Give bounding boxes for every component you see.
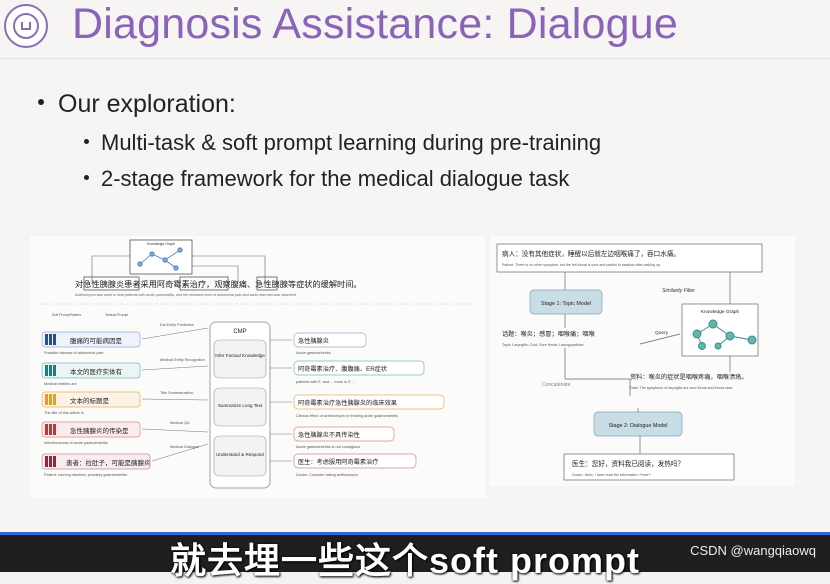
query-label: Query (655, 330, 669, 336)
sub-bullet-2-text: 2-stage framework for the medical dialog… (101, 166, 570, 191)
output-row: 急性胰腺炎 Acute gastroenteritis (293, 332, 367, 355)
cmp-capability: Infer Factual Knowledge (215, 353, 265, 358)
video-progress-accent (0, 532, 830, 535)
patient-utterance-box (496, 243, 763, 273)
sub-bullet-2: 2-stage framework for the medical dialog… (84, 166, 569, 192)
task-label: Title Summarization (160, 391, 193, 395)
output-row: 医生：考虑服用阿奇霉素治疗 Doctor: Consider taking az… (293, 453, 417, 477)
output-text-en: Acute gastroenteritis (296, 351, 331, 355)
doctor-response: 医生：您好，资料我已阅读，发热吗？ (572, 459, 684, 468)
university-logo-icon (4, 4, 48, 48)
cmp-framework-figure: Knowledge Graph 对急性胰腺炎患者采用阿奇霉素治疗，观察腹痛、急性… (30, 236, 485, 498)
output-text-en: Clinical effect of azithromycin in treat… (296, 414, 398, 418)
input-prompt-en: Possible disease of abdominal pain (44, 351, 104, 355)
top-sentence: 对急性胰腺炎患者采用阿奇霉素治疗，观察腹痛、急性胰腺等症状的缓解时间。 (75, 279, 362, 289)
patient-utterance-en: Patient: There is no other symptom, but … (502, 263, 661, 267)
input-row: 急性胰腺炎的传染是 Infectiousness of acute pastro… (41, 421, 141, 445)
csdn-watermark: CSDN @wangqiaowq (690, 543, 816, 558)
top-sentence-en: Azithromycin was used to treat patients … (75, 293, 297, 297)
kg-cluster-box (129, 239, 193, 275)
output-text: 阿奇霉素治疗、腹腹痛、ER症状 (298, 365, 388, 373)
two-stage-dialogue-figure: 病人：没有其他症状，睡醒以后就左边咽喉痛了，吞口水痛。 Patient: The… (490, 236, 795, 486)
input-row: 患者：拉肚子，可能是胰腺炎 Patient: running diarrhea,… (41, 453, 151, 477)
input-prompt-en: Patient: running diarrhea, probably gast… (44, 473, 127, 477)
input-prompt: 本文的医疗实体有 (70, 367, 123, 376)
task-label: Medical Dialogue (170, 445, 199, 449)
sub-bullet-1: Multi-task & soft prompt learning during… (84, 130, 601, 156)
kg-links (91, 255, 266, 282)
topic-text: 话题：喉炎；感冒；咽喉痛；咽喉 (502, 330, 596, 338)
similarity-filter-label: Similarity Filter (662, 288, 695, 294)
bullet-dot-icon (84, 138, 89, 144)
kg-graph-icon (692, 319, 757, 350)
output-text-en: patients with E, and ... more in E ... (296, 380, 355, 384)
bullet-main-text: Our exploration: (58, 90, 236, 118)
info-text-en: Data: The symptoms of laryngitis are sor… (630, 386, 733, 390)
flow-arrows (564, 272, 731, 454)
output-row: 阿奇霉素治疗急性胰腺炎的临床效果 Clinical effect of azit… (293, 394, 445, 418)
input-prompt-en: Infectiousness of acute pastroenteritis (44, 441, 108, 445)
input-prompt: 急性胰腺炎的传染是 (70, 426, 129, 435)
input-row: 腹痛的可能病因是 Possible disease of abdominal p… (41, 331, 141, 355)
output-text: 阿奇霉素治疗急性胰腺炎的临床效果 (298, 399, 397, 407)
col-label: Soft Prompt (52, 313, 71, 317)
stage1-label: Stage 1: Topic Model (541, 301, 591, 307)
output-text-en: Doctor: Consider taking azithromycin (296, 473, 358, 477)
top-entity-box (256, 276, 278, 291)
doctor-response-en: Doctor: Hello, I have read the informati… (572, 473, 651, 477)
input-prompt: 患者：拉肚子，可能是胰腺炎 (66, 458, 151, 467)
concatenate-label: Concatenate (542, 382, 571, 388)
output-row: 急性胰腺炎不具传染性 Acute gastroenteritis is not … (293, 426, 395, 449)
topic-text-en: Topic: Laryngitis; Cold; Sore throat; La… (502, 343, 584, 347)
stage2-box (593, 411, 683, 437)
cmp-capability: Understand & Respond (216, 452, 264, 457)
top-entity-box (179, 276, 229, 291)
top-entity-box (83, 276, 140, 291)
kg-label: Knowledge Graph (701, 309, 740, 315)
patient-utterance: 病人：没有其他症状，睡醒以后就左边咽喉痛了，吞口水痛。 (502, 249, 680, 258)
output-text-en: Acute gastroenteritis is not contagious (296, 445, 360, 449)
video-bottom-bar (0, 535, 830, 572)
bullet-dot-icon (38, 99, 44, 106)
task-label: Medical Entity Recognition (160, 358, 205, 362)
info-text: 资料：喉炎的症状是咽喉疼痛，咽喉溃疡。 (630, 373, 748, 381)
slide-title: Diagnosis Assistance: Dialogue (72, 0, 678, 48)
title-divider (0, 58, 830, 59)
output-row: 阿奇霉素治疗、腹腹痛、ER症状 patients with E, and ...… (293, 360, 425, 384)
input-row: 本文的医疗实体有 Medical entities are (41, 362, 141, 386)
bullet-dot-icon (84, 174, 89, 180)
sub-bullet-1-text: Multi-task & soft prompt learning during… (101, 130, 602, 155)
slide: Diagnosis Assistance: Dialogue Our explo… (0, 0, 830, 498)
output-text: 急性胰腺炎 (298, 337, 329, 345)
input-prompt-en: Medical entities are (44, 382, 77, 386)
kg-mini-graph-icon (137, 247, 183, 271)
bullet-main: Our exploration: (38, 90, 236, 119)
input-row: 文本的标题是 The title of this article is (41, 391, 141, 415)
video-subtitle: 就去埋一些这个soft prompt (170, 540, 640, 581)
cmp-capability-box (213, 339, 267, 379)
task-arrows (141, 327, 209, 462)
input-prompt: 文本的标题是 (70, 396, 110, 405)
task-label: Medical QA (170, 421, 190, 425)
output-arrows (270, 339, 292, 462)
stage2-label: Stage 2: Dialogue Model (608, 423, 667, 429)
cmp-capability-box (213, 387, 267, 427)
task-label: Dis Entity Prediction (160, 323, 194, 327)
col-label: Textual Prompt (105, 313, 128, 317)
input-prompt-en: The title of this article is (44, 411, 84, 415)
output-text: 医生：考虑服用阿奇霉素治疗 (298, 458, 378, 466)
doctor-response-box (563, 453, 735, 481)
kg-cluster-label: Knowledge Graph (147, 242, 175, 246)
col-label: Tokens (70, 313, 81, 317)
cmp-capability: Summarize Long Text (218, 403, 263, 408)
cmp-title: CMP (233, 329, 246, 335)
input-prompt: 腹痛的可能病因是 (70, 336, 123, 345)
stage1-box (529, 289, 603, 315)
output-text: 急性胰腺炎不具传染性 (298, 431, 360, 439)
cmp-capability-box (213, 435, 267, 477)
